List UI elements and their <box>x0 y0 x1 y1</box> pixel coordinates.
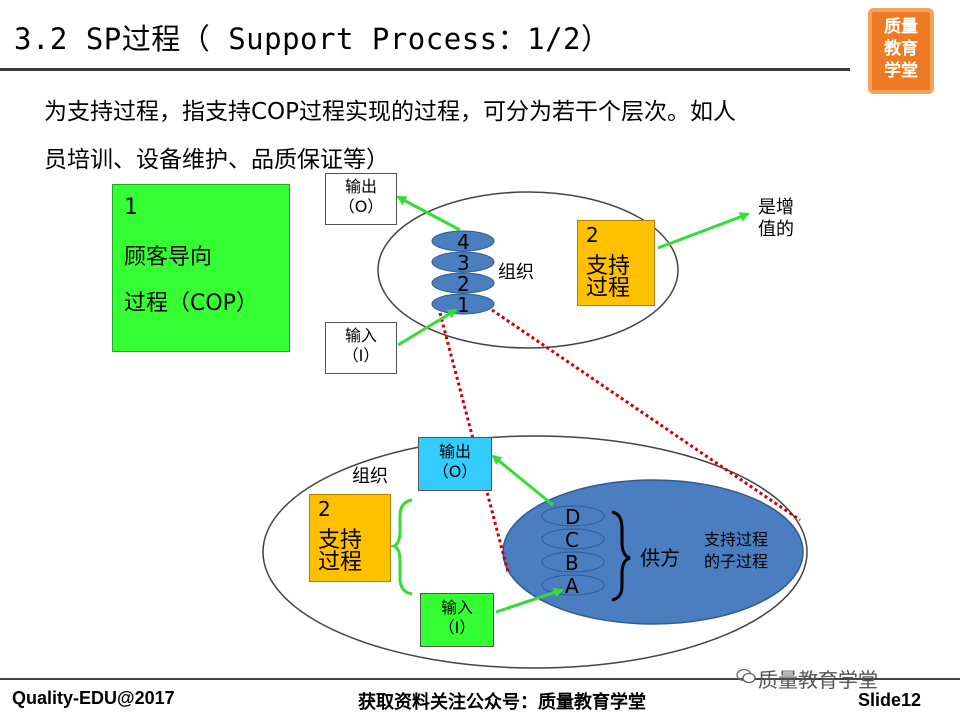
layer-disc-4 <box>431 230 495 252</box>
title-divider <box>0 68 850 71</box>
bottom-output-code: （O） <box>432 462 478 481</box>
value-arrow <box>657 212 750 250</box>
slide-number: Slide12 <box>858 690 922 710</box>
bottom-org-label: 组织 <box>352 466 388 487</box>
supplier-label: 供方 <box>640 546 680 570</box>
value-label-line-1: 是增 <box>758 197 794 218</box>
bottom-sp-box: 2 支持 过程 <box>309 494 391 582</box>
watermark-text: 质量教育学堂 <box>758 668 878 692</box>
page-title: 3.2 SP过程（ Support Process：1/2） <box>14 22 611 56</box>
logo-text: 质量 教育 学堂 <box>884 17 918 81</box>
brand-logo: 质量 教育 学堂 <box>868 8 934 94</box>
top-output-code: （O） <box>338 197 384 216</box>
intro-line-1: 为支持过程，指支持COP过程实现的过程，可分为若干个层次。如人 <box>44 99 737 125</box>
top-output-box: 输出 （O） <box>325 173 397 225</box>
subprocess-line-1: 支持过程 <box>704 530 769 549</box>
layer-disc-d <box>541 505 605 527</box>
cop-box: 1 顾客导向 过程（COP） <box>112 184 290 352</box>
bottom-input-box: 输入 （I） <box>420 593 494 647</box>
subprocess-line-2: 的子过程 <box>704 552 769 571</box>
layer-disc-3 <box>431 251 495 273</box>
bottom-input-label: 输入 <box>440 598 473 617</box>
footer-divider <box>0 678 960 680</box>
bottom-output-box: 输出 （O） <box>418 437 492 491</box>
cop-line-2: 过程（COP） <box>124 291 258 316</box>
bottom-layer-label-c: C <box>565 528 579 552</box>
value-label-line-2: 值的 <box>758 219 794 240</box>
top-layer-label-1: 1 <box>457 293 470 317</box>
top-layer-label-3: 3 <box>457 251 470 275</box>
top-input-code: （I） <box>342 346 380 365</box>
bottom-layer-label-d: D <box>565 505 580 529</box>
bottom-input-arrow <box>495 587 564 614</box>
supplier-brace <box>611 510 631 602</box>
footer-copyright: Quality-EDU@2017 <box>12 688 175 708</box>
layer-disc-2 <box>431 272 495 294</box>
top-input-arrow <box>397 308 458 347</box>
bottom-sp-number: 2 <box>318 497 331 521</box>
value-label: 是增 值的 <box>758 197 794 241</box>
bottom-output-label: 输出 <box>438 442 471 461</box>
intro-line-2: 员培训、设备维护、品质保证等） <box>44 147 389 173</box>
bottom-sp-line-2: 过程 <box>318 550 363 575</box>
top-org-label: 组织 <box>498 262 534 283</box>
top-sp-line-1: 支持 <box>586 254 631 279</box>
top-output-label: 输出 <box>344 177 377 196</box>
top-input-box: 输入 （I） <box>325 322 397 374</box>
wechat-icon <box>736 668 756 684</box>
top-layer-label-4: 4 <box>457 230 470 254</box>
sp-brace <box>389 498 413 596</box>
top-input-label: 输入 <box>344 326 377 345</box>
bottom-layer-label-b: B <box>565 551 579 575</box>
cop-line-1: 顾客导向 <box>124 245 213 270</box>
top-output-arrow <box>396 195 461 232</box>
subprocess-label: 支持过程 的子过程 <box>704 529 768 573</box>
bottom-layer-label-a: A <box>565 574 579 598</box>
top-sp-number: 2 <box>586 223 599 247</box>
bottom-sp-line-1: 支持 <box>318 528 363 553</box>
dotted-connector-right <box>491 308 801 522</box>
top-sp-box: 2 支持 过程 <box>577 220 655 306</box>
top-sp-line-2: 过程 <box>586 276 631 301</box>
bottom-output-arrow <box>491 454 554 507</box>
top-layer-label-2: 2 <box>457 272 470 296</box>
layer-disc-b <box>541 551 605 573</box>
layer-disc-c <box>541 528 605 550</box>
cop-number: 1 <box>124 195 138 220</box>
bottom-input-code: （I） <box>438 618 476 637</box>
footer-notice: 获取资料关注公众号：质量教育学堂 <box>358 692 646 713</box>
